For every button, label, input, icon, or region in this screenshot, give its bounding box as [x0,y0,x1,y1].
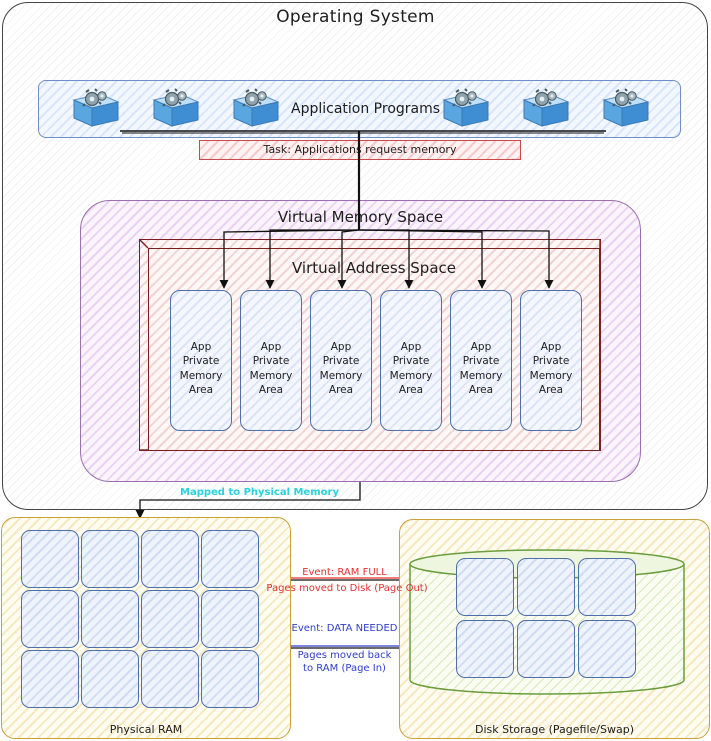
disk-page-cell [456,620,514,678]
application-programs-label: Application Programs [291,101,441,117]
disk-page-cell [578,558,636,616]
app-gear-icon [230,88,282,130]
app-private-memory-area: App Private Memory Area [240,290,302,431]
ram-page-cell [81,650,139,708]
app-gear-icon [440,88,492,130]
ram-page-cell [81,530,139,588]
disk-page-cell [517,558,575,616]
app-private-memory-area: App Private Memory Area [520,290,582,431]
ram-page-cell [21,590,79,648]
ram-page-cell [141,590,199,648]
app-private-memory-area: App Private Memory Area [450,290,512,431]
app-gear-icon [600,88,652,130]
app-gear-icon [520,88,572,130]
app-private-memory-area: App Private Memory Area [170,290,232,431]
operating-system-title: Operating System [276,7,435,27]
disk-storage-label: Disk Storage (Pagefile/Swap) [474,723,635,736]
virtual-address-space-title: Virtual Address Space [292,259,456,277]
disk-page-cell [456,558,514,616]
disk-page-cell [578,620,636,678]
ram-page-cell [141,530,199,588]
page-out-description: Pages moved to Disk (Page Out) [266,583,428,594]
ram-page-cell [81,590,139,648]
virtual-address-space-edges [139,239,601,451]
page-in-description-line1: Pages moved back [297,650,392,661]
ram-page-cell [201,590,259,648]
ram-page-cell [21,650,79,708]
app-private-memory-area: App Private Memory Area [310,290,372,431]
mapped-to-physical-memory-label: Mapped to Physical Memory [180,487,339,498]
page-in-description-line2: to RAM (Page In) [303,663,386,674]
ram-page-cell [141,650,199,708]
page-out-event-label: Event: RAM FULL [302,567,387,578]
page-in-event-label: Event: DATA NEEDED [291,623,398,634]
disk-page-cell [517,620,575,678]
app-private-memory-area: App Private Memory Area [380,290,442,431]
virtual-memory-space-title: Virtual Memory Space [277,208,444,226]
virtual-address-space-front [148,248,600,451]
ram-page-cell [201,530,259,588]
physical-ram-label: Physical RAM [109,723,183,736]
ram-page-cell [201,650,259,708]
app-gear-icon [150,88,202,130]
ram-page-cell [21,530,79,588]
app-gear-icon [70,88,122,130]
